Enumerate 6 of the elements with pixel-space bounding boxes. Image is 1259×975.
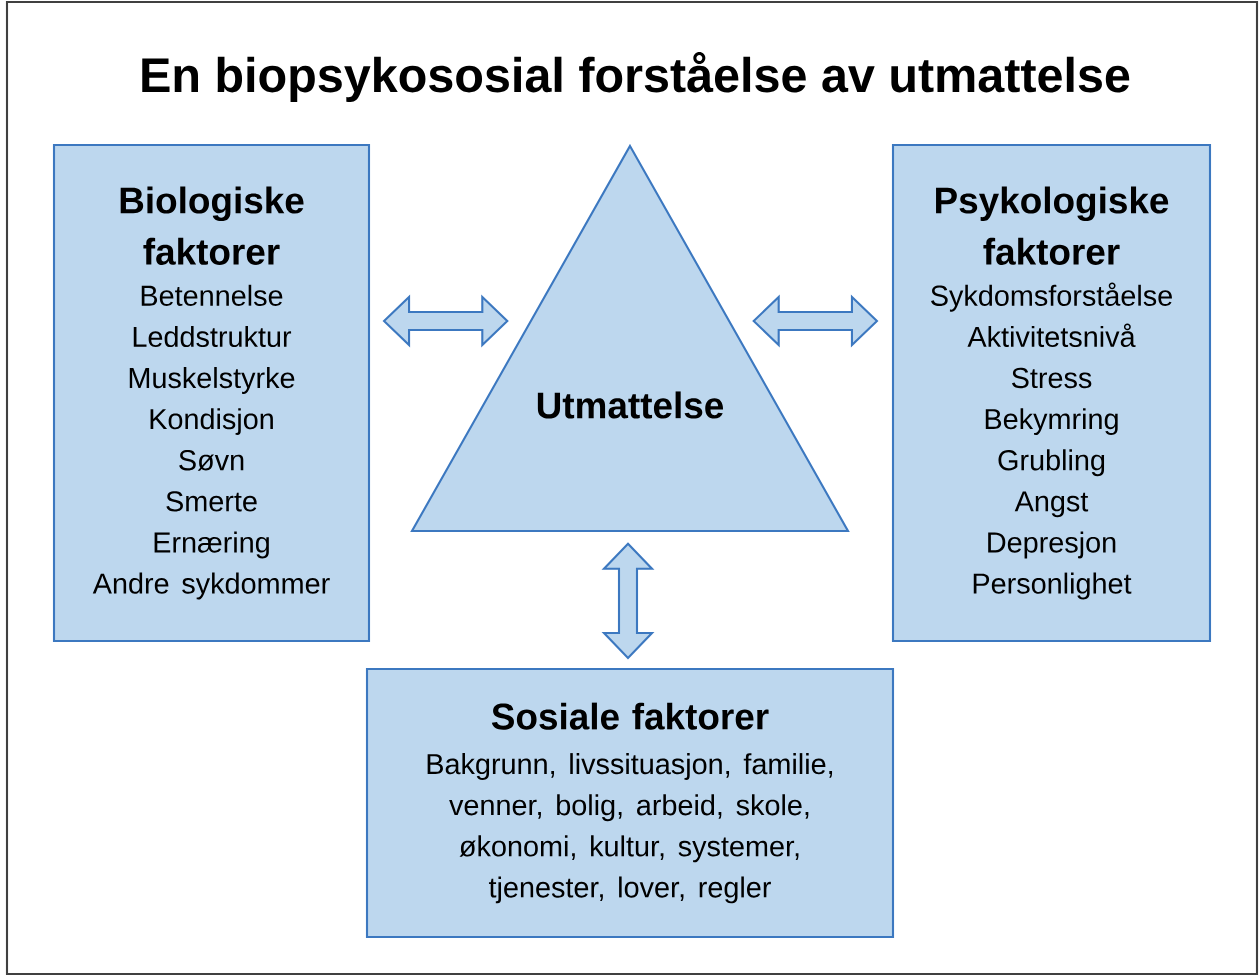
factor-box: Biologiske faktorer Betennelse Leddstruktur Muskelstyrke Kondisjon Søvn Smerte Ernæring Andre sykdommer (52, 143, 371, 643)
factor-box: Psykologiske faktorer Sykdomsforståelse Aktivitetsnivå Stress Bekymring Grubling Angst Depresjon Personlighet (891, 143, 1212, 643)
double-arrow (752, 294, 879, 348)
title: En biopsykososial forståelse av utmattelse (142, 52, 1130, 102)
factor-box: Sosiale faktorer Bakgrunn, livssituasjon, familie, venner, bolig, arbeid, skole, økonomi, kultur, systemer, tjenester, lover, regler (365, 667, 895, 939)
double-arrow (601, 542, 655, 660)
